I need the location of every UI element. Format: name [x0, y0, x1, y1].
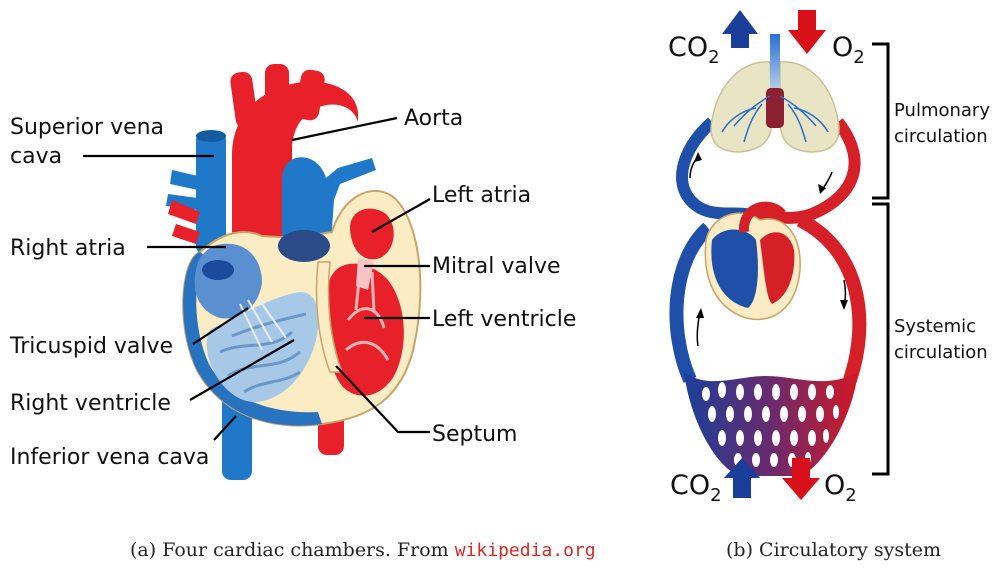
label-co2-bottom: CO2 — [670, 470, 722, 506]
label-o2-bottom: O2 — [824, 470, 857, 506]
label-pulmonary-line2: circulation — [894, 126, 988, 147]
label-right-ventricle: Right ventricle — [10, 391, 171, 416]
label-co2-top-main: CO — [668, 32, 708, 63]
label-tricuspid-valve: Tricuspid valve — [9, 334, 173, 359]
o2-down-arrow-top-icon — [788, 10, 826, 54]
label-o2-top-sub: 2 — [853, 47, 864, 68]
label-aorta: Aorta — [404, 106, 463, 131]
aorta-branch-2 — [265, 64, 289, 118]
label-o2-top-main: O — [832, 32, 853, 63]
right-atrium-opening — [202, 260, 234, 280]
right-lung — [780, 62, 839, 152]
caption-b: (b) Circulatory system — [726, 539, 941, 561]
label-co2-top-sub: 2 — [708, 47, 719, 68]
label-o2-top: O2 — [832, 32, 865, 68]
pulmonary-valve — [278, 230, 330, 262]
label-superior-vena-cava-line1: Superior vena — [10, 115, 164, 140]
label-pulmonary-line1: Pulmonary — [894, 100, 990, 121]
label-superior-vena-cava-line2: cava — [10, 144, 62, 169]
label-co2-bottom-main: CO — [670, 470, 710, 501]
caption-a-link[interactable]: wikipedia.org — [455, 540, 596, 561]
aorta-branch-1 — [229, 71, 259, 130]
label-systemic-line2: circulation — [894, 342, 988, 363]
superior-vena-cava — [196, 132, 226, 254]
systemic-bracket — [872, 204, 888, 474]
heart-illustration — [166, 64, 420, 480]
label-inferior-vena-cava: Inferior vena cava — [10, 445, 209, 470]
label-systemic-line1: Systemic — [894, 316, 976, 337]
bronchial-center — [766, 88, 784, 128]
label-right-atria: Right atria — [10, 236, 126, 261]
systemic-vein-loop — [676, 228, 708, 380]
caption-a-text: (a) Four cardiac chambers. From — [130, 539, 455, 561]
circulation-diagram: CO2 O2 CO2 O2 Pulmonary circulation Syst… — [668, 10, 990, 506]
label-o2-bottom-main: O — [824, 470, 845, 501]
svc-opening — [196, 130, 226, 142]
co2-up-arrow-top-icon — [722, 10, 758, 48]
aorta-branch-3 — [294, 68, 326, 121]
pulmonary-bracket — [872, 44, 888, 198]
label-septum: Septum — [432, 422, 517, 447]
label-o2-bottom-sub: 2 — [845, 485, 856, 506]
label-co2-top: CO2 — [668, 32, 720, 68]
systemic-artery-loop — [800, 220, 859, 380]
caption-a: (a) Four cardiac chambers. From wikipedi… — [130, 539, 596, 561]
label-co2-bottom-sub: 2 — [710, 485, 721, 506]
label-left-ventricle: Left ventricle — [432, 307, 576, 332]
label-mitral-valve: Mitral valve — [432, 254, 561, 279]
left-lung — [711, 62, 772, 152]
label-left-atria: Left atria — [432, 183, 531, 208]
left-veins — [166, 170, 198, 210]
